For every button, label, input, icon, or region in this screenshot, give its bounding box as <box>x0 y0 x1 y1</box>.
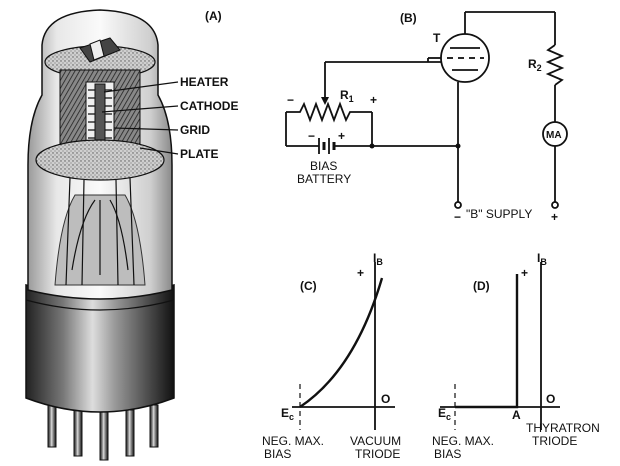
bottom-mica-disc <box>35 139 165 181</box>
plate-label: PLATE <box>180 147 218 161</box>
d-ec-label: Ec <box>438 406 451 422</box>
d-caption-right-1: THYRATRON <box>526 421 600 435</box>
tube-label: T <box>433 31 441 45</box>
supply-minus: − <box>454 210 461 224</box>
cathode-label: CATHODE <box>180 99 238 113</box>
d-caption-right-2: TRIODE <box>532 434 577 448</box>
c-y-axis-label: IB <box>373 251 383 267</box>
r2-label: R2 <box>528 57 542 73</box>
c-plus: + <box>357 266 364 280</box>
c-plate-current-curve <box>299 277 384 408</box>
c-caption-left-2: BIAS <box>264 447 291 461</box>
potentiometer-r1 <box>286 101 372 123</box>
d-plate-current-curve <box>455 274 519 409</box>
meter-label: MA <box>546 130 562 141</box>
supply-plus: + <box>551 210 558 224</box>
c-origin: O <box>381 392 390 406</box>
bias-circuit: (B) T R1 − + − <box>285 11 568 224</box>
tube-pins <box>47 404 159 461</box>
d-y-axis-label: IB <box>537 251 547 267</box>
pot-minus: − <box>287 93 294 107</box>
battery-plus: + <box>338 129 345 143</box>
c-caption-right-2: TRIODE <box>355 447 400 461</box>
vacuum-triode-graph: (C) IB + Ec O NEG. MAX. BIAS VACUUM TRIO… <box>262 251 401 461</box>
battery-label-line1: BIAS <box>310 159 337 173</box>
c-caption-right-1: VACUUM <box>350 434 401 448</box>
part-labels: HEATER CATHODE GRID PLATE <box>101 75 238 161</box>
panel-d-label: (D) <box>473 279 490 293</box>
pot-plus: + <box>370 93 377 107</box>
grid-label: GRID <box>180 123 210 137</box>
battery-label-line2: BATTERY <box>297 172 351 186</box>
battery-minus: − <box>308 129 315 143</box>
tube-base <box>25 284 175 413</box>
resistor-r2 <box>545 44 565 86</box>
d-caption-left-2: BIAS <box>434 447 461 461</box>
heater-label: HEATER <box>180 75 229 89</box>
d-origin: O <box>546 392 555 406</box>
thyratron-graph: (D) IB + Ec A O NEG. MAX. BIAS THYRATRON… <box>432 251 600 461</box>
r1-label: R1 <box>340 88 354 104</box>
panel-a-label: (A) <box>205 9 222 23</box>
panel-b-label: (B) <box>400 11 417 25</box>
panel-c-label: (C) <box>300 279 317 293</box>
d-caption-left-1: NEG. MAX. <box>432 434 494 448</box>
c-caption-left-1: NEG. MAX. <box>262 434 324 448</box>
c-ec-label: Ec <box>281 406 294 422</box>
d-plus: + <box>521 266 528 280</box>
b-supply-label: "B" SUPPLY <box>466 207 532 221</box>
d-point-a: A <box>512 408 521 422</box>
tube-illustration <box>25 9 175 461</box>
